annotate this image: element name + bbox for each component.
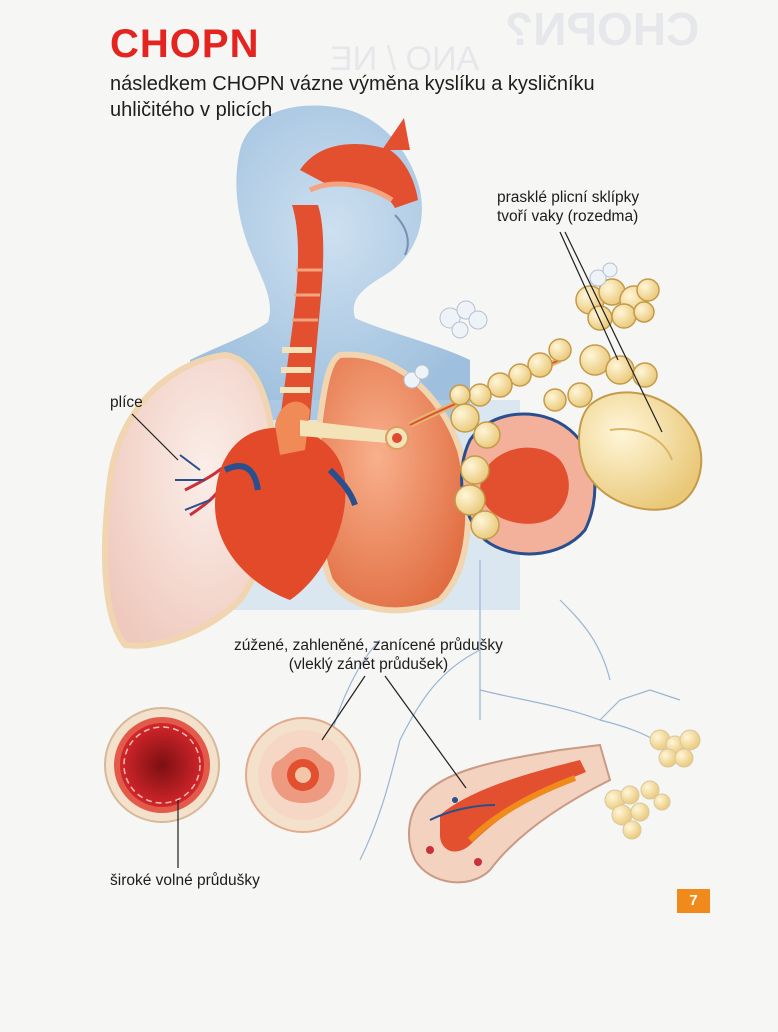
- page-title: CHOPN: [110, 22, 259, 67]
- emphysema-label-line2: tvoří vaky (rozedma): [497, 207, 639, 226]
- healthy-bronchi-label: široké volné průdušky: [110, 871, 260, 890]
- bronchitis-label-line1: zúžené, zahleněné, zanícené průdušky: [234, 636, 503, 655]
- bronchitis-label: zúžené, zahleněné, zanícené průdušky (vl…: [234, 636, 503, 674]
- healthy-bronchus-cross-section: [105, 708, 219, 822]
- emphysema-label-line1: prasklé plicní sklípky: [497, 188, 639, 207]
- lungs-label: plíce: [110, 393, 143, 412]
- bronchus-cutaway: [409, 745, 610, 882]
- bronchitis-label-line2: (vleklý zánět průdušek): [234, 655, 503, 674]
- distal-alveoli: [605, 730, 700, 839]
- emphysema-label: prasklé plicní sklípky tvoří vaky (rozed…: [497, 188, 639, 226]
- page-number-badge: 7: [677, 889, 710, 913]
- inflamed-bronchus-cross-section: [246, 718, 360, 832]
- page-subtitle: následkem CHOPN vázne výměna kyslíku a k…: [110, 71, 670, 123]
